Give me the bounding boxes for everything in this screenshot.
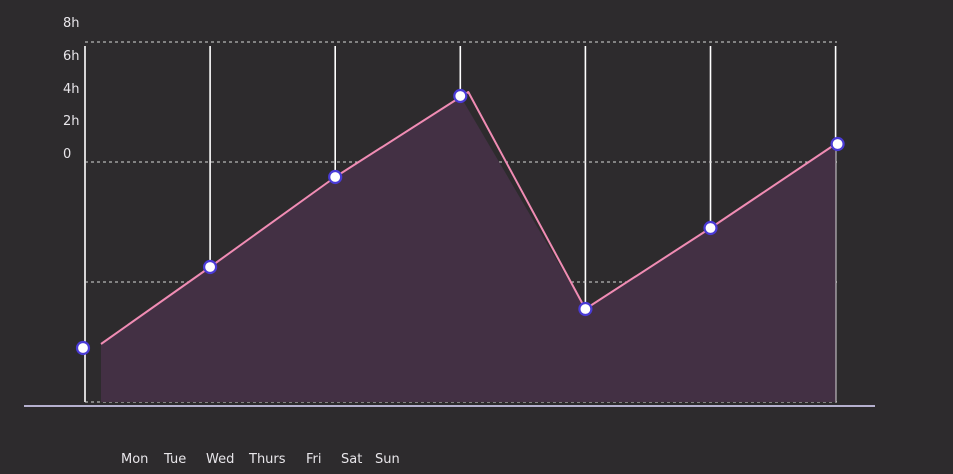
marker-layer xyxy=(75,88,845,356)
data-point[interactable] xyxy=(830,136,845,152)
x-tick-label: Sun xyxy=(375,452,400,467)
y-tick-label: 4h xyxy=(63,82,80,97)
x-tick-label: Tue xyxy=(163,452,186,467)
y-axis-ticks: 8h 6h 4h 2h 0 xyxy=(63,16,80,162)
series-area xyxy=(101,96,836,402)
data-point[interactable] xyxy=(75,340,91,356)
y-tick-label: 2h xyxy=(63,114,80,129)
data-point[interactable] xyxy=(578,301,593,317)
area-layer xyxy=(101,96,836,402)
x-tick-label: Wed xyxy=(206,452,234,467)
data-point[interactable] xyxy=(453,88,468,104)
y-tick-label: 8h xyxy=(63,16,80,31)
data-point[interactable] xyxy=(328,169,343,185)
x-tick-label: Fri xyxy=(306,452,322,467)
x-tick-label: Sat xyxy=(341,452,362,467)
x-tick-label: Mon xyxy=(121,452,148,467)
x-tick-label: Thurs xyxy=(248,452,286,467)
data-point[interactable] xyxy=(703,220,718,236)
data-point[interactable] xyxy=(203,259,218,275)
x-axis-ticks: Mon Tue Wed Thurs Fri Sat Sun xyxy=(121,452,400,467)
y-tick-label: 0 xyxy=(63,147,71,162)
y-tick-label: 6h xyxy=(63,49,80,64)
